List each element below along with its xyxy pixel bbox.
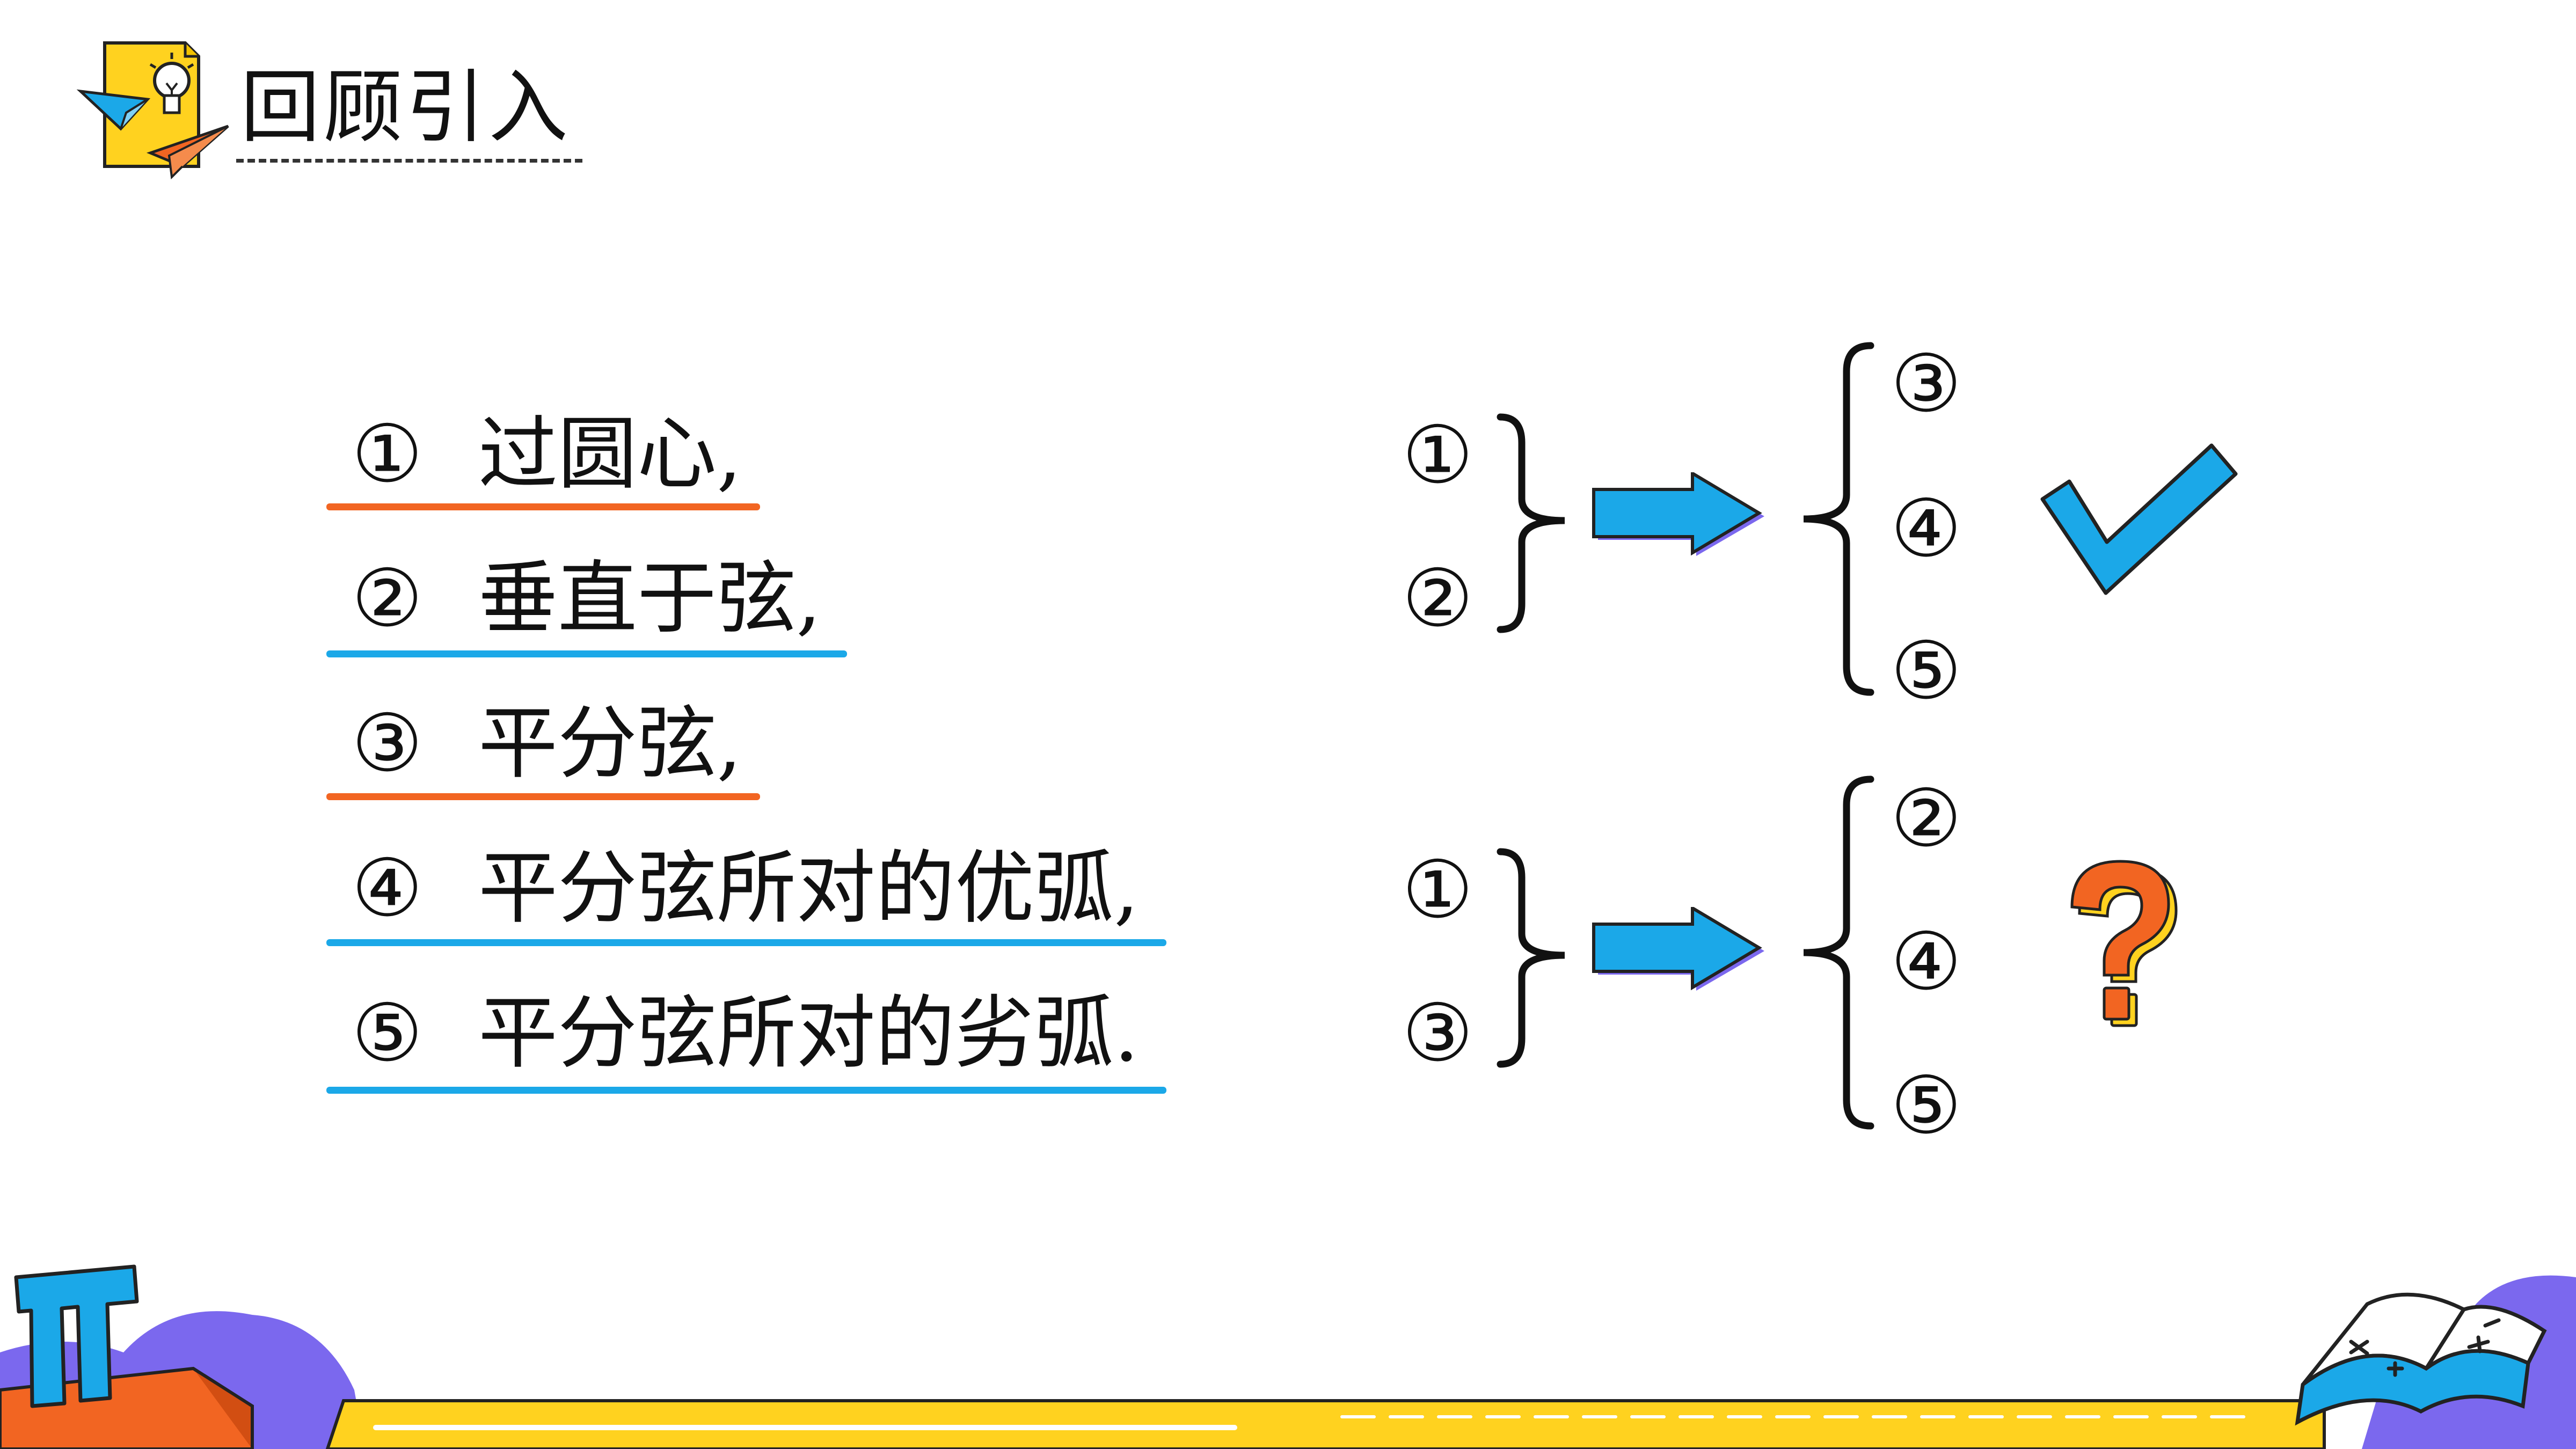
result-bottom-2: ④: [1891, 916, 1962, 1008]
condition-4: ④ 平分弦所对的优弧,: [352, 840, 1139, 936]
condition-number: ⑤: [352, 987, 423, 1079]
given-top-2: ②: [1402, 552, 1473, 645]
condition-text: 平分弦所对的劣弧.: [478, 987, 1140, 1079]
given-bottom-1: ①: [1402, 844, 1473, 936]
right-brace-bottom: [1497, 848, 1565, 1068]
condition-text: 过圆心,: [478, 408, 742, 500]
condition-3-underline: [326, 793, 760, 800]
given-top-1: ①: [1402, 409, 1473, 501]
check-icon: [2040, 443, 2238, 595]
question-icon: [2070, 860, 2178, 1027]
condition-2-underline: [326, 650, 847, 657]
condition-text: 平分弦所对的优弧,: [478, 842, 1140, 934]
result-bottom-1: ②: [1891, 772, 1962, 865]
condition-1: ① 过圆心,: [352, 406, 742, 502]
result-top-1: ③: [1891, 338, 1962, 430]
condition-text: 垂直于弦,: [478, 552, 822, 645]
condition-4-underline: [326, 939, 1166, 946]
result-top-2: ④: [1891, 482, 1962, 575]
condition-text: 平分弦,: [478, 697, 742, 789]
condition-3: ③ 平分弦,: [352, 695, 742, 792]
footer-decoration: [0, 1264, 2576, 1449]
given-bottom-2: ③: [1402, 987, 1473, 1079]
condition-1-underline: [326, 503, 760, 510]
lightbulb-paper-plane-icon: [76, 41, 229, 180]
arrow-right-bottom-icon: [1592, 907, 1764, 991]
result-top-3: ⑤: [1891, 625, 1962, 717]
condition-number: ③: [352, 697, 423, 789]
arrow-right-top-icon: [1592, 472, 1764, 556]
left-brace-top: [1803, 342, 1874, 696]
page-title: 回顾引入: [240, 61, 571, 153]
condition-5-underline: [326, 1087, 1166, 1094]
condition-number: ④: [352, 842, 423, 934]
title-dashed-underline: [236, 159, 582, 163]
condition-number: ①: [352, 408, 423, 500]
right-brace-top: [1497, 413, 1565, 633]
condition-number: ②: [352, 552, 423, 645]
condition-2: ② 垂直于弦,: [352, 550, 821, 647]
left-brace-bottom: [1803, 775, 1874, 1130]
condition-5: ⑤ 平分弦所对的劣弧.: [352, 985, 1139, 1081]
result-bottom-3: ⑤: [1891, 1059, 1962, 1152]
